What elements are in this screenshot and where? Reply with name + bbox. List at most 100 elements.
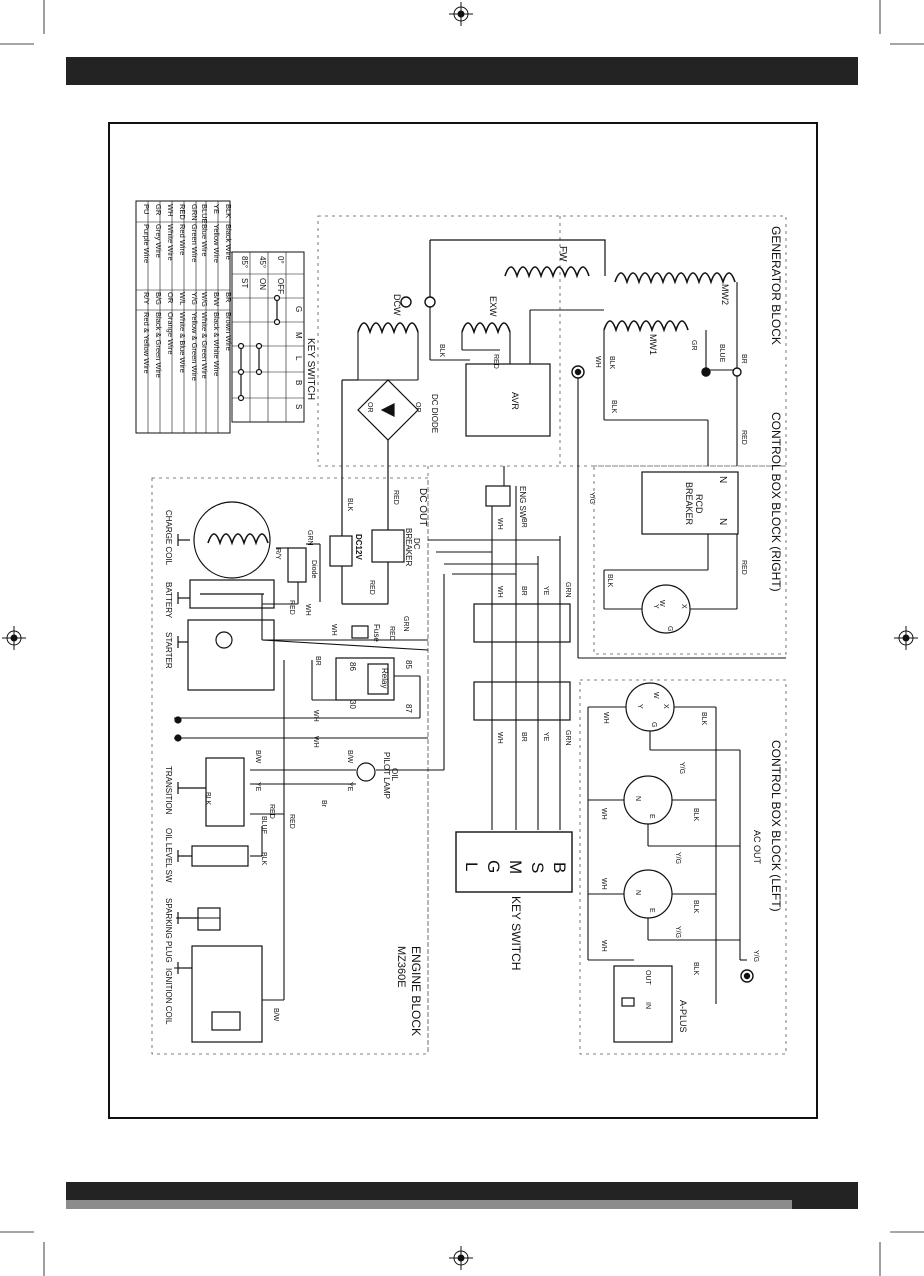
legend-cell-5-0: WH: [166, 204, 175, 217]
transition-label: TRANSITION: [164, 766, 173, 815]
ks-angle-2: 85°: [240, 256, 249, 268]
wire-label-ye-h1: YE: [542, 586, 549, 596]
charge-coil-label: CHARGE COIL: [164, 510, 173, 566]
wire-label-wh-bat: WH: [304, 604, 311, 616]
fw-label: FW: [557, 246, 568, 262]
wire-label-blk-s1: BLK: [700, 712, 707, 726]
legend-cell-4-2: W/L: [178, 292, 187, 305]
avr-box: [465, 363, 551, 437]
fuse-label: Fuse: [372, 624, 381, 642]
registration-mark-top: [449, 2, 473, 26]
legend-cell-1-3: Black & White Wire: [212, 312, 221, 376]
wire-label-red-dc: RED: [392, 490, 399, 505]
legend-cell-5-2: OR: [166, 292, 175, 304]
wire-label-blk-dc: BLK: [346, 498, 353, 512]
block-titles: GENERATOR BLOCK CONTROL BOX BLOCK (RIGHT…: [395, 226, 783, 1036]
legend-cell-2-2: W/G: [200, 292, 209, 307]
exw-label: EXW: [488, 296, 498, 317]
socket2-pin-x: X: [662, 704, 669, 709]
wire-label-bw-lamp: B/W: [346, 750, 353, 764]
ks-state-1: ON: [258, 278, 267, 290]
socket1-pin-g: G: [666, 626, 673, 631]
wire-label-wh-aplus: WH: [600, 940, 607, 952]
wire-label-yg-ground: Y/G: [752, 950, 759, 962]
wire-label-grn-relay: GRN: [402, 616, 409, 632]
ignition-coil-label: IGNITION COIL: [164, 968, 173, 1025]
wire-label-yg-ctrl: Y/G: [588, 492, 595, 504]
legend-cell-4-3: White & Blue Wire: [178, 312, 187, 373]
legend-cell-5-1: White Wire: [166, 224, 175, 261]
relay-pin-85: 85: [404, 660, 413, 669]
control-wires: [587, 534, 747, 1004]
wire-label-yg-s3: Y/G: [674, 926, 681, 938]
aplus-out-label: OUT: [644, 970, 651, 986]
legend-cell-7-0: PU: [142, 204, 151, 214]
wire-label-wh-h1: WH: [496, 586, 503, 598]
key-switch-terminal-block: [455, 831, 573, 893]
dc-out-label: DC OUT: [417, 488, 428, 526]
ks-terminal-b: B: [550, 862, 569, 873]
wire-label-grn-h1: GRN: [564, 582, 571, 598]
wire-label-br-gen: BR: [740, 354, 747, 364]
mw1-label: MW1: [648, 334, 658, 355]
wire-label-wh-gen: WH: [594, 356, 601, 368]
legend-cell-6-0: GR: [154, 204, 163, 216]
aplus-label: A-PLUS: [678, 1000, 688, 1033]
legend-cell-6-2: B/G: [154, 292, 163, 305]
registration-mark-bottom: [449, 1246, 473, 1270]
oil-level-sw-label: OIL LEVEL SW: [164, 828, 173, 883]
starter-label: STARTER: [164, 632, 173, 669]
wire-label-ye-trans: YE: [254, 782, 261, 792]
ground-symbols: [174, 534, 206, 974]
engine-model: MZ360E: [395, 946, 407, 988]
wire-label-wh-s1: WH: [602, 712, 609, 724]
ks-state-0: OFF: [276, 278, 285, 294]
legend-cell-7-1: Purple Wire: [142, 224, 151, 263]
rcd-breaker-box: [641, 471, 739, 535]
legend-cell-2-3: White & Green Wire: [200, 312, 209, 379]
ks-column-m: M: [294, 332, 303, 339]
legend-cell-1-2: B/W: [212, 292, 221, 307]
avr-label: AVR: [510, 392, 520, 410]
legend-cell-0-2: BR: [224, 292, 233, 303]
control-right-title: CONTROL BOX BLOCK (RIGHT): [769, 412, 783, 592]
legend-cell-6-1: Grey Wire: [154, 224, 163, 258]
wire-label-or-2: OR: [414, 402, 421, 413]
socket2-pin-g: G: [650, 722, 657, 727]
control-left-title: CONTROL BOX BLOCK (LEFT): [769, 740, 783, 912]
wire-label-yg-s2: Y/G: [674, 852, 681, 864]
dc-diode-label: DC DIODE: [430, 394, 439, 433]
legend-cell-0-0: BLK: [224, 204, 233, 218]
wire-label-br-engsw: BR: [520, 518, 527, 528]
legend-cell-1-0: YE: [212, 204, 221, 214]
wire-label-blue-trans: BLUE: [260, 816, 267, 835]
socket-pin-labels: W X Y G W X Y G N E N E: [634, 600, 687, 913]
ks-terminal-s: S: [528, 862, 547, 873]
wire-label-blue-gen: BLUE: [718, 344, 725, 363]
eng-sw-label: ENG SW: [518, 486, 527, 519]
wire-label-wh-relay: WH: [330, 624, 337, 636]
oil-lamp-label-1: OIL: [390, 768, 399, 781]
wire-label-grn-cc: GRN: [306, 530, 313, 546]
relay-label: Relay: [380, 668, 389, 688]
legend-cell-5-3: Orange Wire: [166, 312, 175, 355]
block-boundaries: [151, 215, 787, 1055]
harness-connectors: [473, 485, 571, 721]
ks-column-l: L: [294, 356, 303, 361]
ac-out-label: AC OUT: [752, 830, 762, 865]
generator-coils: [207, 239, 736, 546]
ks-angle-0: 0°: [276, 256, 285, 264]
footer-page-tab: [792, 1200, 858, 1209]
wire-label-wh-eng2: WH: [312, 736, 319, 748]
footer-bar: [66, 1182, 858, 1200]
sockets: [623, 584, 691, 919]
ks-terminals: B S M G L: [462, 860, 569, 874]
wire-label-wh-engsw: WH: [496, 518, 503, 530]
wire-label-or-1: OR: [366, 402, 373, 413]
ks-terminal-m: M: [506, 860, 525, 874]
aplus-in-label: IN: [644, 1002, 651, 1009]
wire-label-red-ign: RED: [288, 814, 295, 829]
